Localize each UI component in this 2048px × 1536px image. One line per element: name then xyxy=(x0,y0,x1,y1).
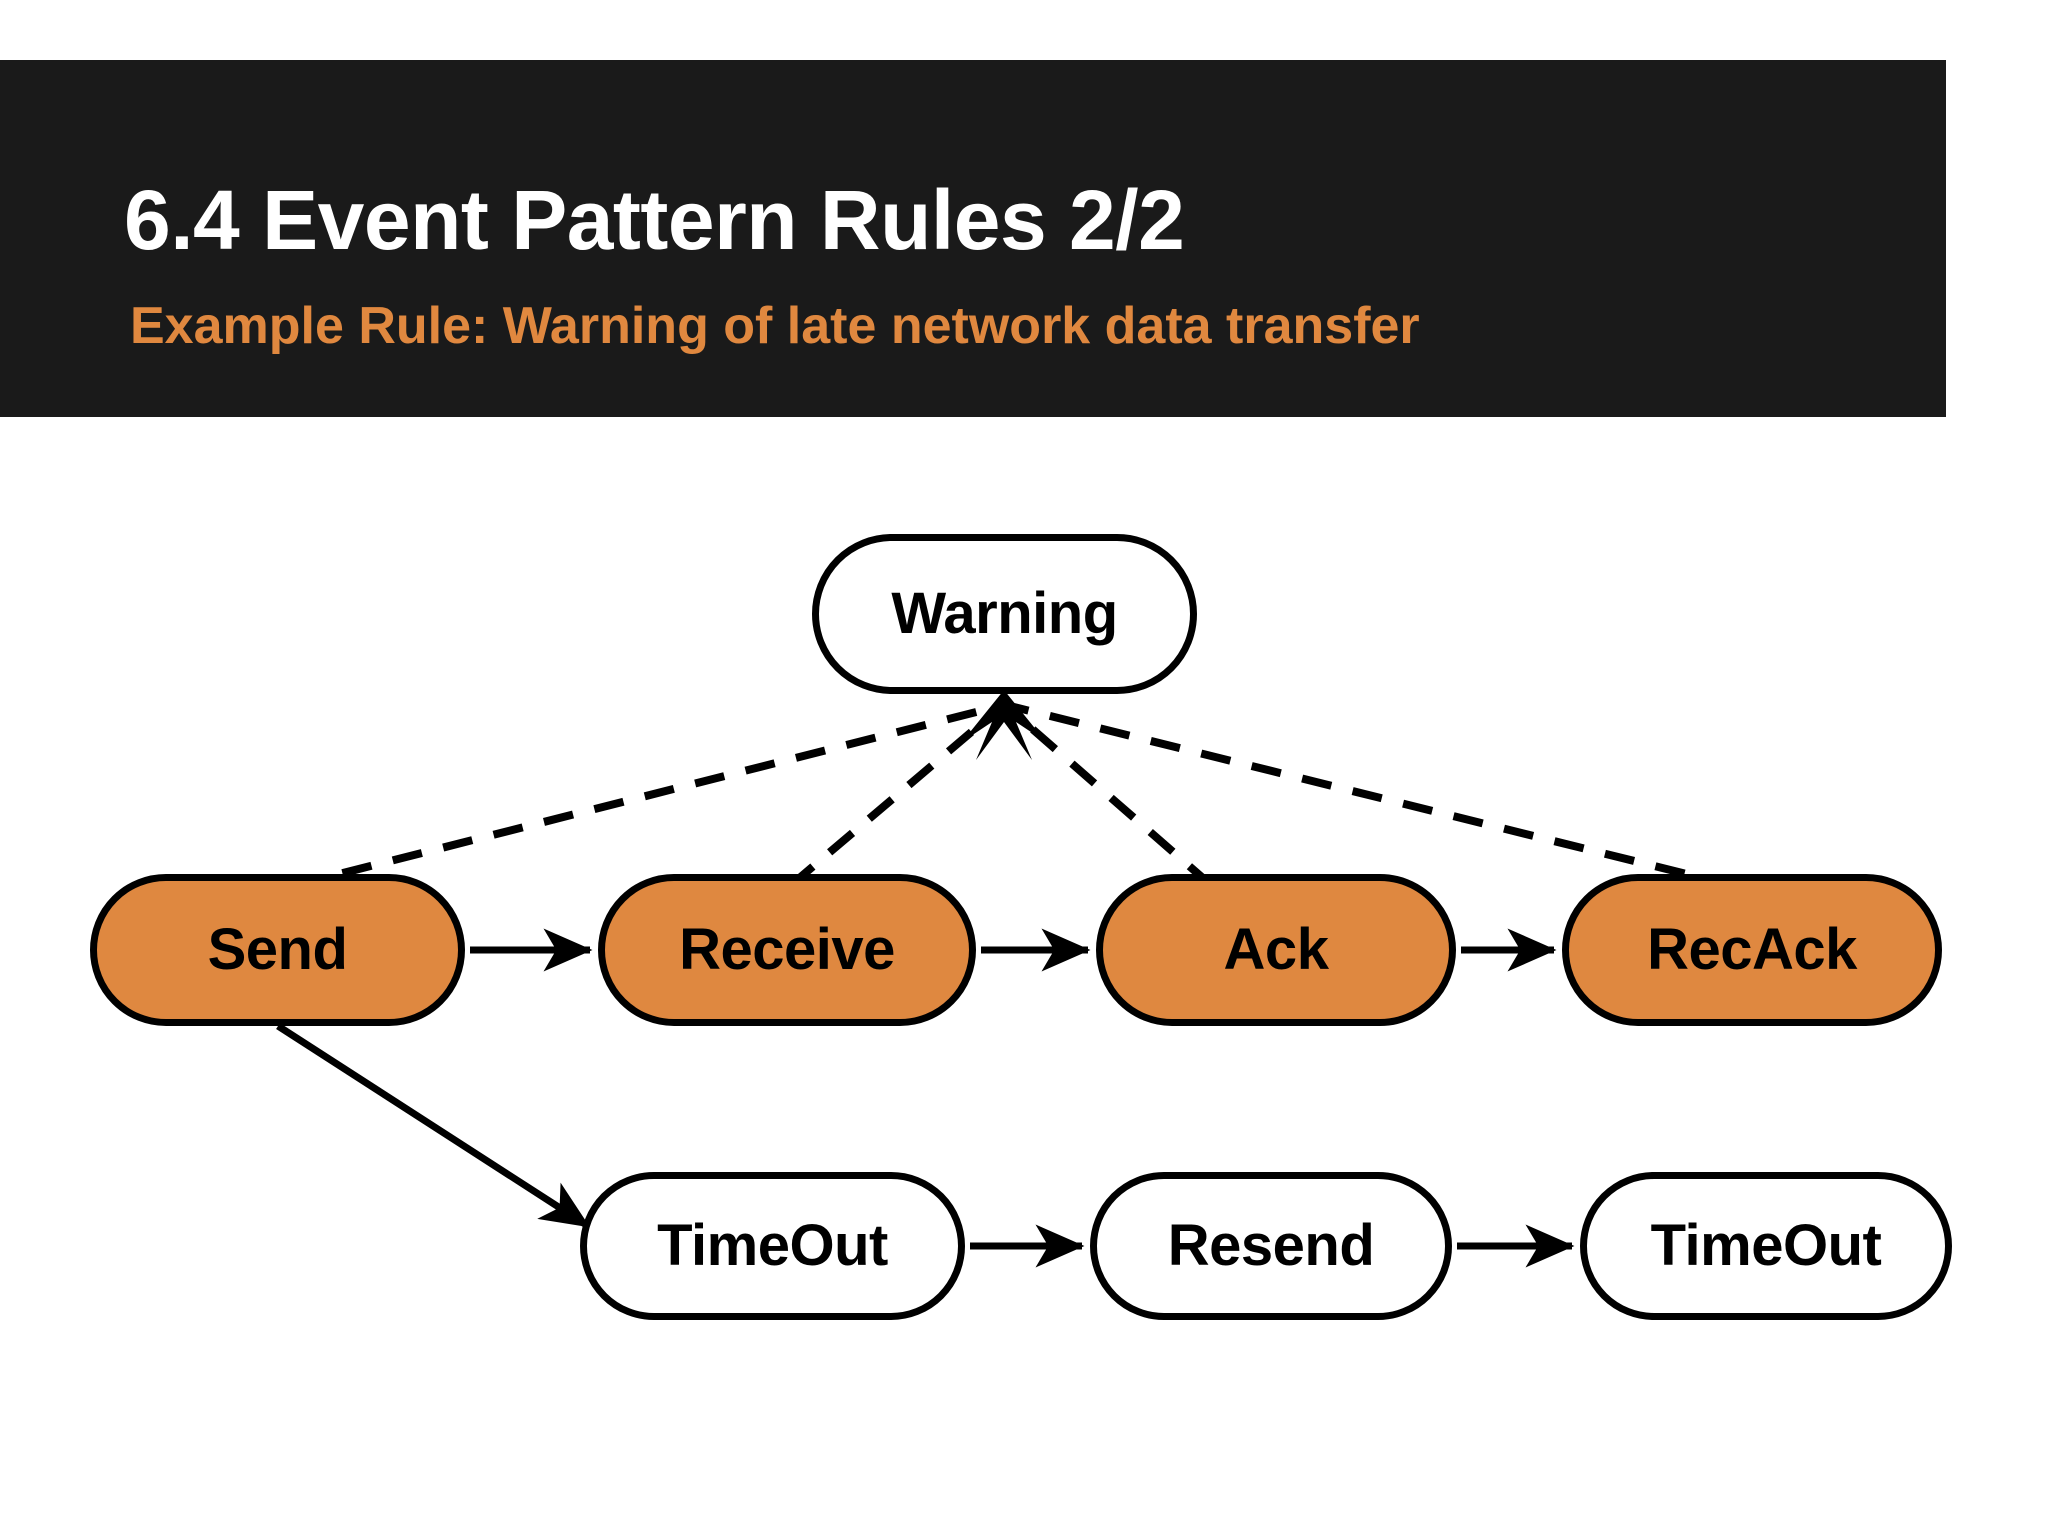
node-receive[interactable]: Receive xyxy=(598,874,976,1026)
edge-recack-warning xyxy=(1009,702,1736,890)
node-timeout-second-label: TimeOut xyxy=(1650,1213,1882,1278)
edge-ack-warning xyxy=(1003,702,1215,890)
warning-inbound-arrowhead xyxy=(962,690,1046,760)
edge-receive-warning xyxy=(787,702,1005,890)
node-timeout-first[interactable]: TimeOut xyxy=(580,1172,965,1320)
edge-send-warning xyxy=(291,702,1001,890)
node-warning[interactable]: Warning xyxy=(812,534,1197,694)
node-resend[interactable]: Resend xyxy=(1090,1172,1452,1320)
node-send-label: Send xyxy=(207,917,348,982)
node-recack-label: RecAck xyxy=(1647,917,1857,982)
page-subtitle: Example Rule: Warning of late network da… xyxy=(130,297,1420,355)
node-send[interactable]: Send xyxy=(90,874,465,1026)
node-resend-label: Resend xyxy=(1167,1213,1375,1278)
node-ack[interactable]: Ack xyxy=(1096,874,1456,1026)
node-ack-label: Ack xyxy=(1223,917,1329,982)
page-title: 6.4 Event Pattern Rules 2/2 xyxy=(124,173,1185,267)
slide-header-bar xyxy=(0,60,1946,417)
edge-send-timeout1 xyxy=(276,1023,591,1229)
node-timeout-second[interactable]: TimeOut xyxy=(1580,1172,1952,1320)
node-timeout-first-label: TimeOut xyxy=(657,1213,888,1278)
node-receive-label: Receive xyxy=(679,917,895,982)
node-warning-label: Warning xyxy=(891,581,1118,646)
node-recack[interactable]: RecAck xyxy=(1562,874,1942,1026)
